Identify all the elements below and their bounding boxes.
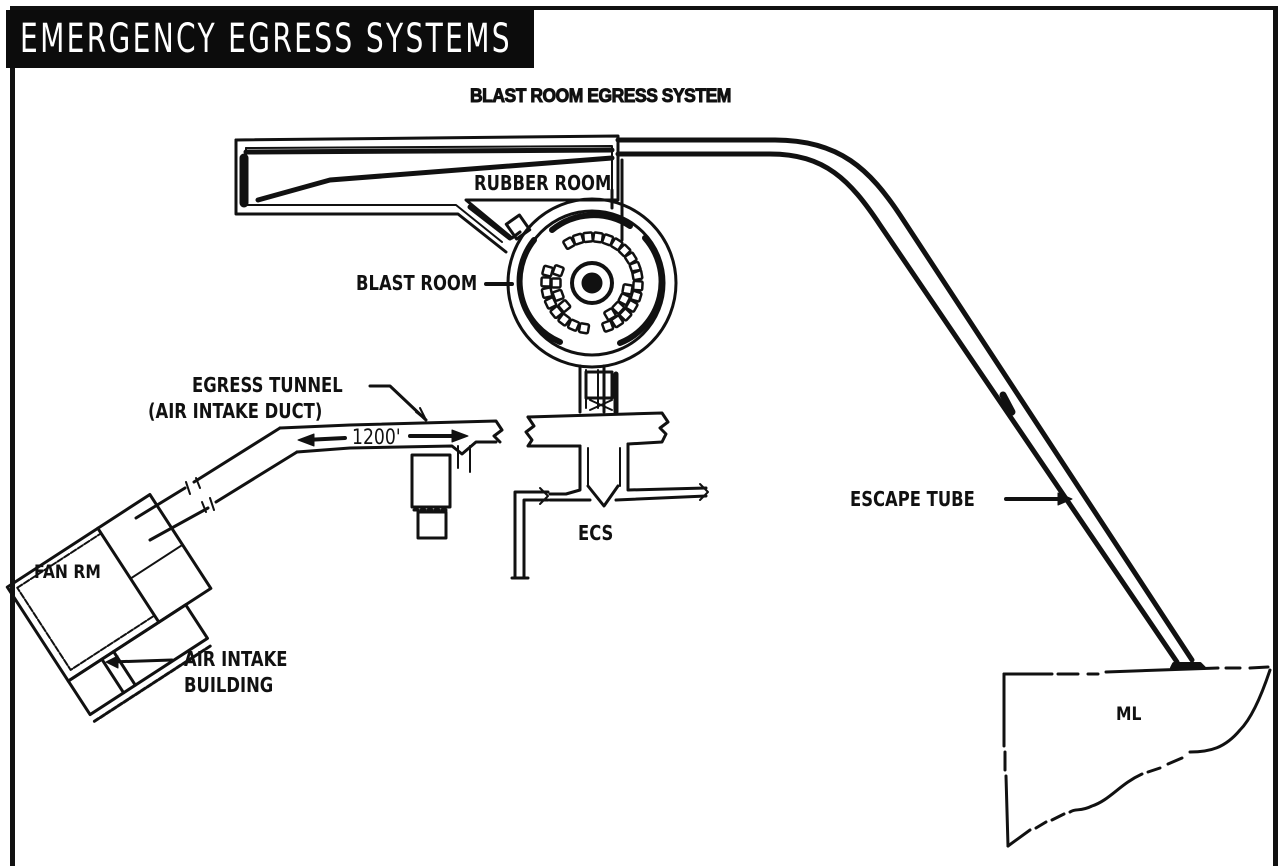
rubber-room-label: RUBBER ROOM: [474, 171, 612, 195]
equipment-rack: [540, 286, 554, 300]
diagram-frame: [10, 6, 1278, 866]
equipment-rack: [621, 283, 634, 296]
tunnel-length-label: 1200': [352, 425, 401, 449]
egress-tunnel: [134, 384, 504, 542]
ecs-label: ECS: [578, 521, 614, 545]
rubber-room: [234, 134, 620, 254]
equipment-rack: [557, 299, 572, 314]
equipment-rack: [541, 264, 555, 278]
title-banner: EMERGENCY EGRESS SYSTEMS: [6, 10, 534, 68]
equipment-rack: [603, 307, 617, 322]
equipment-rack: [540, 276, 552, 288]
missile-launch-area: [1002, 665, 1272, 848]
diagram-subtitle: BLAST ROOM EGRESS SYSTEM: [470, 86, 732, 108]
air-intake-building: [5, 492, 214, 723]
cross-corridor: [510, 411, 709, 580]
air-intake-building-label-1: AIR INTAKE: [184, 647, 288, 671]
equipment-rack: [581, 231, 595, 244]
equipment-rack: [551, 264, 565, 278]
tunnel-annex: [410, 445, 471, 540]
equipment-rack: [611, 300, 626, 315]
equipment-rack: [631, 279, 644, 292]
ml-label: ML: [1116, 703, 1142, 725]
equipment-rack: [601, 319, 615, 333]
equipment-rack: [566, 318, 581, 332]
page-title: EMERGENCY EGRESS SYSTEMS: [20, 16, 512, 62]
fan-room-label: FAN RM: [34, 561, 101, 583]
equipment-rack: [631, 268, 644, 282]
air-intake-leader: [108, 658, 174, 664]
equipment-rack: [551, 288, 565, 302]
equipment-rack: [557, 312, 572, 327]
blast-room-label: BLAST ROOM: [356, 271, 478, 295]
egress-tunnel-label: EGRESS TUNNEL: [192, 373, 343, 397]
blast-room: [506, 158, 678, 415]
equipment-rack: [550, 277, 562, 289]
air-intake-duct-label: (AIR INTAKE DUCT): [148, 399, 323, 423]
air-intake-building-label-2: BUILDING: [184, 673, 274, 697]
equipment-rack: [577, 322, 591, 335]
escape-tube-label: ESCAPE TUBE: [850, 487, 975, 511]
equipment-rack: [617, 292, 631, 306]
equipment-racks: [540, 231, 644, 335]
escape-tube: [615, 137, 1206, 670]
